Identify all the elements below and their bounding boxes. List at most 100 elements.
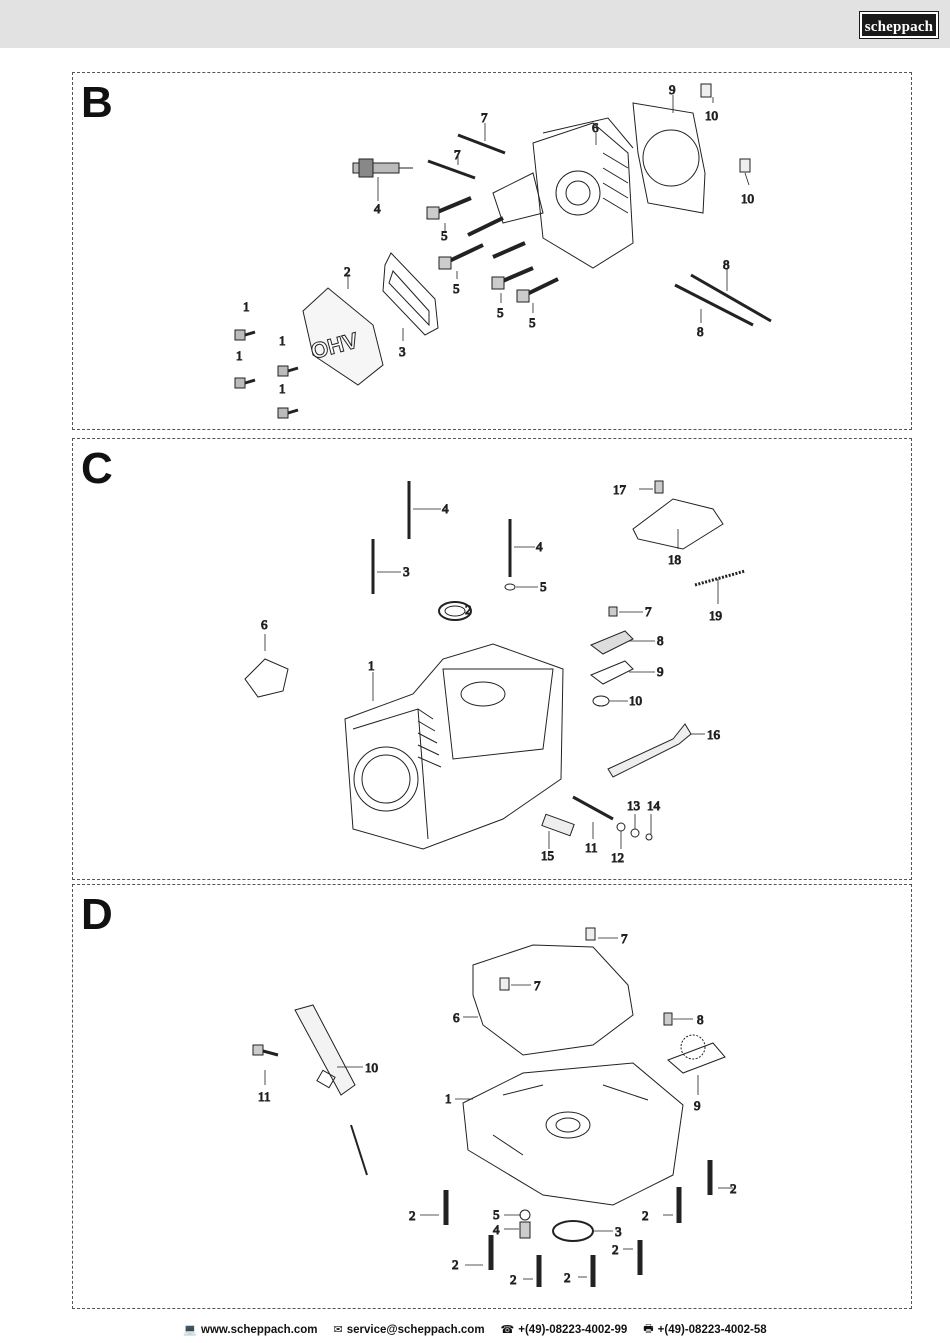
callout-17: 17: [613, 482, 627, 497]
governor-bracket-part-18: [632, 498, 724, 550]
crankcase-part-1: [344, 643, 564, 850]
spark-plug-part: [352, 158, 413, 178]
dowel-pins-7: [499, 927, 596, 991]
callout-2: 2: [409, 1208, 416, 1223]
callout-3: 3: [403, 564, 410, 579]
email-link[interactable]: service@scheppach.com: [346, 1323, 485, 1336]
phone-number: +(49)-08223-4002-99: [518, 1323, 628, 1336]
section-b-cylinder-head: B: [72, 72, 912, 430]
cylinder-head-part-6: [492, 117, 634, 269]
callout-11: 11: [258, 1089, 271, 1104]
callout-8: 8: [697, 324, 704, 339]
drain-plug-part-4: [519, 1221, 531, 1239]
callout-16: 16: [707, 727, 721, 742]
spring-part-19: [694, 569, 746, 587]
callout-14: 14: [647, 798, 661, 813]
callout-5: 5: [529, 315, 536, 330]
callout-3: 3: [615, 1224, 622, 1239]
callout-1: 1: [243, 299, 250, 314]
callout-10: 10: [629, 693, 642, 708]
washer-part-5: [519, 1209, 531, 1221]
callout-6: 6: [453, 1010, 460, 1025]
callout-11: 11: [585, 840, 598, 855]
bolt-part-8: [663, 1012, 673, 1026]
leader-lines: [264, 488, 719, 849]
fax-contact: 🖶 +(49)-08223-4002-58: [643, 1320, 766, 1339]
callout-2: 2: [510, 1272, 517, 1287]
callout-5: 5: [493, 1207, 500, 1222]
bolt-heads-5: [426, 206, 530, 303]
callout-1: 1: [236, 348, 243, 363]
section-letter: D: [81, 890, 113, 939]
callout-4: 4: [536, 539, 543, 554]
bolts-2: [443, 1160, 713, 1287]
callout-8: 8: [723, 257, 730, 272]
callout-5: 5: [453, 281, 460, 296]
part-10: [592, 695, 610, 707]
envelope-icon: ✉: [333, 1324, 343, 1336]
callout-10: 10: [741, 191, 754, 206]
plate-part-8: [589, 630, 634, 655]
cylinder-head-exploded-diagram: OHV 1 1 1 1: [234, 82, 772, 419]
leader-lines: [347, 95, 750, 341]
callout-2: 2: [642, 1208, 649, 1223]
computer-icon: 💻: [183, 1324, 198, 1336]
callout-9: 9: [694, 1098, 701, 1113]
long-studs-8: [674, 273, 772, 327]
oil-seal-part-2: [438, 601, 472, 621]
telephone-icon: ☎: [500, 1324, 515, 1336]
callout-2: 2: [465, 602, 472, 617]
callout-1: 1: [279, 381, 286, 396]
callout-1: 1: [368, 658, 375, 673]
dipstick-part-10: [294, 1004, 368, 1176]
guide-part-16: [607, 723, 692, 778]
callout-8: 8: [697, 1012, 704, 1027]
valve-cover-part-2: OHV: [302, 287, 384, 386]
studs-3-4: [371, 481, 512, 594]
callout-9: 9: [657, 664, 664, 679]
callout-6: 6: [261, 617, 268, 632]
gasket-part-9: [589, 660, 634, 685]
website-contact[interactable]: 💻 www.scheppach.com: [183, 1323, 318, 1337]
section-d-crankcase-cover: D: [72, 884, 912, 1309]
callout-8: 8: [657, 633, 664, 648]
callout-19: 19: [709, 608, 722, 623]
callout-4: 4: [442, 501, 449, 516]
callout-13: 13: [627, 798, 640, 813]
callout-6: 6: [592, 120, 599, 135]
callout-2: 2: [730, 1181, 737, 1196]
website-link[interactable]: www.scheppach.com: [201, 1323, 318, 1336]
callout-3: 3: [399, 344, 406, 359]
callout-4: 4: [493, 1222, 500, 1237]
pin-part-14: [645, 833, 653, 841]
callout-4: 4: [374, 201, 381, 216]
section-letter: B: [81, 78, 113, 127]
callout-7: 7: [534, 978, 541, 993]
callout-5: 5: [497, 305, 504, 320]
fax-number: +(49)-08223-4002-58: [657, 1323, 767, 1336]
callout-5: 5: [441, 228, 448, 243]
header-bar: scheppach: [0, 0, 950, 48]
email-contact[interactable]: ✉ service@scheppach.com: [333, 1323, 485, 1337]
section-c-crankcase: C: [72, 438, 912, 880]
washer-part-12: [616, 822, 626, 832]
cap-part-6: [244, 658, 289, 698]
callout-7: 7: [621, 931, 628, 946]
crankcase-cover-exploded-diagram: 1 2 2 2 2 2 2 2 3 4 5 6 7 7 8 9 10 11: [252, 927, 737, 1288]
callout-7: 7: [454, 147, 461, 162]
callout-10: 10: [705, 108, 718, 123]
callout-12: 12: [611, 850, 624, 865]
screw-part-7: [608, 606, 618, 617]
callout-15: 15: [541, 848, 554, 863]
callout-2: 2: [344, 264, 351, 279]
governor-gear-part-9: [667, 1034, 726, 1074]
callout-9: 9: [669, 82, 676, 97]
head-gasket-part-9: [632, 102, 706, 214]
contact-footer: 💻 www.scheppach.com ✉ service@scheppach.…: [0, 1316, 950, 1343]
callout-7: 7: [481, 110, 488, 125]
screw-part-17: [654, 480, 664, 494]
cover-bolts-1: [234, 329, 299, 419]
gasket-part-6: [472, 944, 634, 1056]
shaft-part-11: [572, 795, 614, 821]
callout-5: 5: [540, 579, 547, 594]
